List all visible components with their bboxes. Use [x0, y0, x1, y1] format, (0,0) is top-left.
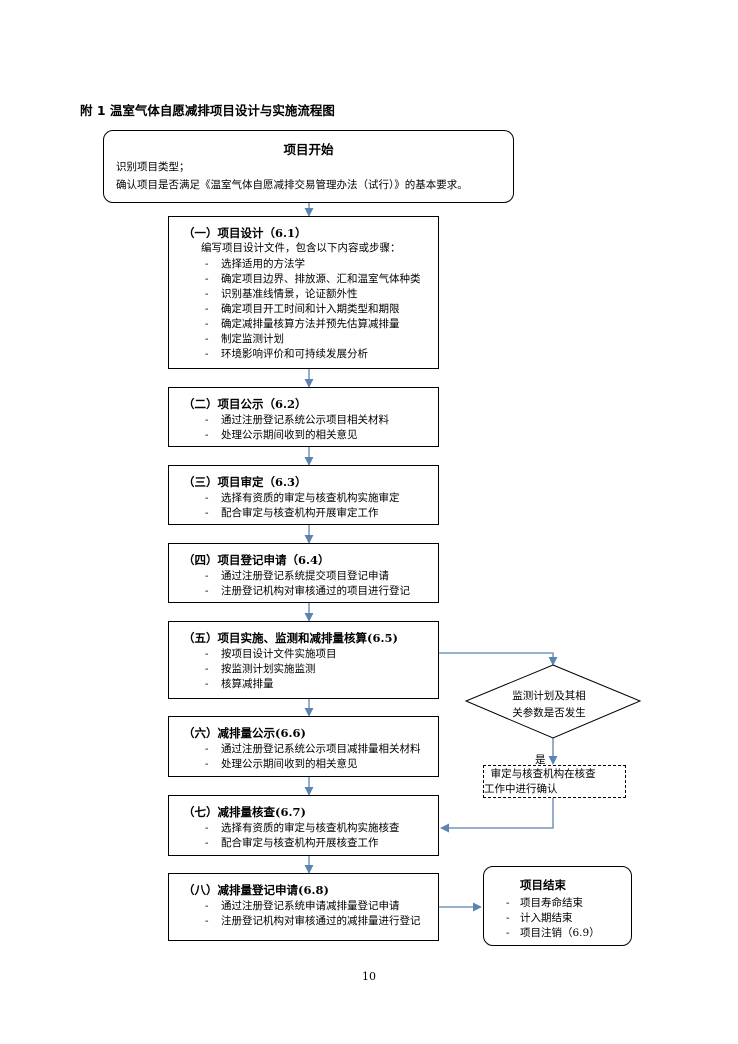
step-heading: （三）项目审定（6.3） — [183, 475, 307, 489]
dash-marker: - — [205, 507, 209, 519]
dash-marker: - — [205, 348, 209, 360]
list-item: -识别基准线情景，论证额外性 — [205, 288, 358, 300]
step-1-project-design: （一）项目设计（6.1） 编写项目设计文件，包含以下内容或步骤： -选择适用的方… — [168, 216, 439, 369]
start-line-2: 确认项目是否满足《温室气体自愿减排交易管理办法（试行）》的基本要求。 — [116, 179, 468, 191]
dash-marker: - — [205, 414, 209, 426]
step-item-list: -按项目设计文件实施项目 -按监测计划实施监测 -核算减排量 — [169, 647, 438, 692]
dash-marker: - — [205, 333, 209, 345]
step-4-registration-application: （四）项目登记申请（6.4） -通过注册登记系统提交项目登记申请 -注册登记机构… — [168, 543, 439, 603]
start-box: 项目开始 识别项目类型； 确认项目是否满足《温室气体自愿减排交易管理办法（试行）… — [103, 130, 514, 203]
list-item: -处理公示期间收到的相关意见 — [205, 758, 358, 770]
page-title: 附 1 温室气体自愿减排项目设计与实施流程图 — [80, 103, 335, 118]
dash-marker: - — [205, 585, 209, 597]
step-item-list: -通过注册登记系统申请减排量登记申请 -注册登记机构对审核通过的减排量进行登记 — [169, 899, 438, 929]
list-item: -注册登记机构对审核通过的项目进行登记 — [205, 585, 410, 597]
list-item: -选择有资质的审定与核查机构实施审定 — [205, 492, 400, 504]
step-item-list: -选择有资质的审定与核查机构实施核查 -配合审定与核查机构开展核查工作 — [169, 821, 438, 851]
list-item: -配合审定与核查机构开展审定工作 — [205, 507, 379, 519]
step-5-implementation-monitoring: （五）项目实施、监测和减排量核算(6.5) -按项目设计文件实施项目 -按监测计… — [168, 621, 439, 699]
step-item-list: -通过注册登记系统公示项目减排量相关材料 -处理公示期间收到的相关意见 — [169, 742, 438, 772]
list-item: -确定减排量核算方法并预先估算减排量 — [205, 318, 400, 330]
decision-text: 监测计划及其相 关参数是否发生 — [487, 688, 611, 722]
dash-marker: - — [205, 258, 209, 270]
list-item: -选择有资质的审定与核查机构实施核查 — [205, 822, 400, 834]
dash-marker: - — [205, 273, 209, 285]
confirm-line-2: 工作中进行确认 — [484, 783, 558, 795]
step-8-reduction-registration: （八）减排量登记申请(6.8) -通过注册登记系统申请减排量登记申请 -注册登记… — [168, 873, 439, 941]
step-item-list: -选择有资质的审定与核查机构实施审定 -配合审定与核查机构开展审定工作 — [169, 491, 438, 521]
list-item: -配合审定与核查机构开展核查工作 — [205, 837, 379, 849]
list-item: -处理公示期间收到的相关意见 — [205, 429, 358, 441]
decision-diamond — [464, 664, 642, 739]
dash-marker: - — [506, 912, 510, 924]
list-item: -按监测计划实施监测 — [205, 663, 316, 675]
list-item: -通过注册登记系统申请减排量登记申请 — [205, 900, 400, 912]
end-box: 项目结束 -项目寿命结束 -计入期结束 -项目注销（6.9） — [483, 866, 632, 946]
list-item: -通过注册登记系统公示项目相关材料 — [205, 414, 389, 426]
list-item: -核算减排量 — [205, 678, 274, 690]
dash-marker: - — [205, 837, 209, 849]
confirm-line-1: 审定与核查机构在核查 — [484, 768, 596, 780]
dash-marker: - — [205, 492, 209, 504]
dash-marker: - — [205, 743, 209, 755]
list-item: -选择适用的方法学 — [205, 258, 305, 270]
arrow-step5-to-decision — [439, 652, 558, 666]
dash-marker: - — [205, 900, 209, 912]
dash-marker: - — [205, 318, 209, 330]
dash-marker: - — [506, 897, 510, 909]
list-item: -项目寿命结束 — [506, 897, 583, 909]
step-item-list: -通过注册登记系统公示项目相关材料 -处理公示期间收到的相关意见 — [169, 413, 438, 443]
dash-marker: - — [205, 678, 209, 690]
step-heading: （八）减排量登记申请(6.8) — [183, 883, 329, 897]
step-2-project-publicity: （二）项目公示（6.2） -通过注册登记系统公示项目相关材料 -处理公示期间收到… — [168, 387, 439, 447]
step-heading: （二）项目公示（6.2） — [183, 397, 307, 411]
list-item: -确定项目边界、排放源、汇和温室气体种类 — [205, 273, 421, 285]
dash-marker: - — [205, 570, 209, 582]
step-item-list: -通过注册登记系统提交项目登记申请 -注册登记机构对审核通过的项目进行登记 — [169, 569, 438, 599]
arrow-confirm-to-step7 — [440, 798, 554, 833]
dash-marker: - — [205, 429, 209, 441]
list-item: -制定监测计划 — [205, 333, 284, 345]
list-item: -按项目设计文件实施项目 — [205, 648, 337, 660]
list-item: -项目注销（6.9） — [506, 927, 600, 939]
list-item: -注册登记机构对审核通过的减排量进行登记 — [205, 915, 421, 927]
dash-marker: - — [205, 915, 209, 927]
step-7-reduction-verification: （七）减排量核查(6.7) -选择有资质的审定与核查机构实施核查 -配合审定与核… — [168, 795, 439, 856]
step-heading: （六）减排量公示(6.6) — [183, 726, 306, 740]
dash-marker: - — [205, 303, 209, 315]
step-intro: 编写项目设计文件，包含以下内容或步骤： — [201, 242, 401, 254]
dash-marker: - — [506, 927, 510, 939]
list-item: -通过注册登记系统公示项目减排量相关材料 — [205, 743, 421, 755]
yes-label: 是 — [535, 754, 546, 766]
step-3-project-validation: （三）项目审定（6.3） -选择有资质的审定与核查机构实施审定 -配合审定与核查… — [168, 465, 439, 525]
start-heading: 项目开始 — [283, 142, 334, 157]
dash-marker: - — [205, 648, 209, 660]
dash-marker: - — [205, 758, 209, 770]
step-heading: （一）项目设计（6.1） — [183, 226, 307, 240]
dash-marker: - — [205, 663, 209, 675]
list-item: -环境影响评价和可持续发展分析 — [205, 348, 368, 360]
step-item-list: -选择适用的方法学 -确定项目边界、排放源、汇和温室气体种类 -识别基准线情景，… — [169, 257, 438, 362]
dash-marker: - — [205, 822, 209, 834]
page-number: 10 — [362, 970, 376, 983]
confirmation-box: 审定与核查机构在核查 工作中进行确认 — [483, 765, 626, 798]
step-heading: （四）项目登记申请（6.4） — [183, 553, 330, 567]
dash-marker: - — [205, 288, 209, 300]
start-line-1: 识别项目类型； — [116, 161, 190, 173]
step-6-reduction-publicity: （六）减排量公示(6.6) -通过注册登记系统公示项目减排量相关材料 -处理公示… — [168, 716, 439, 777]
decision-line-1: 监测计划及其相 — [512, 690, 586, 702]
step-heading: （七）减排量核查(6.7) — [183, 805, 306, 819]
decision-line-2: 关参数是否发生 — [512, 707, 586, 719]
end-heading: 项目结束 — [520, 878, 566, 892]
step-heading: （五）项目实施、监测和减排量核算(6.5) — [183, 631, 398, 645]
list-item: -确定项目开工时间和计入期类型和期限 — [205, 303, 400, 315]
end-item-list: -项目寿命结束 -计入期结束 -项目注销（6.9） — [484, 896, 631, 941]
list-item: -计入期结束 — [506, 912, 573, 924]
list-item: -通过注册登记系统提交项目登记申请 — [205, 570, 389, 582]
